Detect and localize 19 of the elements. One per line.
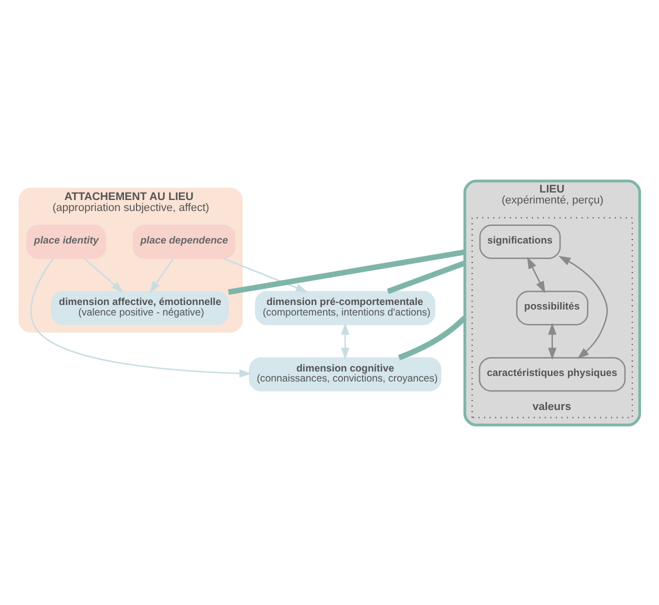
arrow [558,255,608,358]
connector [228,248,466,294]
arrow [548,322,556,360]
arrow [223,257,308,292]
arrow [527,256,546,293]
arrow [150,258,174,293]
node-box: caractéristiques physiques [478,356,626,392]
node-box: dimension affective, émotionnelle (valence positive - négative) [51,290,229,325]
node-box: significations [479,224,561,259]
arrow [30,258,252,378]
arrow [340,322,350,360]
node-box: place dependence [132,224,236,258]
node-box: place identity [26,224,106,258]
node-box: dimension cognitive (connaissances, convictions, croyances) [248,356,442,391]
node-box: dimension pré-comportementale (comportements, intentions d'actions) [254,290,436,325]
node-box: possibilités [516,290,588,325]
connector [398,315,467,360]
arrow [84,258,124,292]
connector [386,260,466,294]
